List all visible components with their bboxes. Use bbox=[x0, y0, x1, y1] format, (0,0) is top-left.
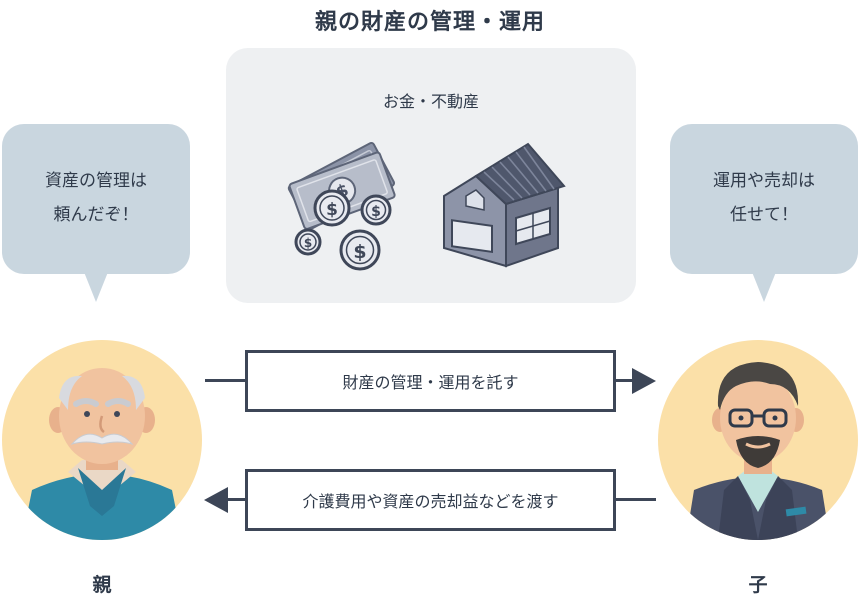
svg-text:$: $ bbox=[353, 241, 366, 263]
parent-bubble-tail bbox=[84, 272, 108, 302]
flow-to-parent-line-right bbox=[614, 498, 656, 501]
child-figure-icon bbox=[686, 362, 830, 540]
parent-avatar bbox=[2, 340, 202, 540]
child-speech-line1: 運用や売却は bbox=[713, 171, 815, 191]
child-avatar bbox=[658, 340, 858, 540]
parent-speech-text: 資産の管理は 頼んだぞ！ bbox=[2, 164, 190, 232]
arrow-right-icon bbox=[632, 368, 656, 394]
asset-label: お金・不動産 bbox=[382, 92, 479, 111]
child-speech-text: 運用や売却は 任せて！ bbox=[670, 164, 858, 232]
page-title: 親の財産の管理・運用 bbox=[314, 10, 545, 35]
child-bubble-tail bbox=[752, 272, 776, 302]
parent-speech-bubble: 資産の管理は 頼んだぞ！ bbox=[2, 124, 190, 302]
flow-to-parent-line-left bbox=[222, 498, 248, 501]
parent-figure-icon bbox=[22, 368, 182, 540]
child-speech-bubble: 運用や売却は 任せて！ bbox=[670, 124, 858, 302]
child-speech-line2: 任せて！ bbox=[730, 205, 798, 225]
asset-panel: お金・不動産 $ $ $ $ bbox=[226, 48, 636, 303]
svg-text:$: $ bbox=[304, 236, 312, 250]
house-icon bbox=[443, 142, 566, 268]
flow-to-child-line-left bbox=[205, 379, 247, 382]
flow-to-child-line-right bbox=[614, 379, 640, 382]
child-name-label: 子 bbox=[748, 574, 768, 596]
svg-text:$: $ bbox=[371, 204, 381, 220]
parent-speech-line2: 頼んだぞ！ bbox=[53, 205, 139, 225]
arrow-left-icon bbox=[204, 487, 228, 513]
flow-to-child-box: 財産の管理・運用を託す bbox=[245, 350, 616, 412]
coins-icon: $ $ $ $ bbox=[294, 189, 392, 271]
parent-speech-line1: 資産の管理は bbox=[45, 171, 147, 191]
parent-name-label: 親 bbox=[92, 574, 112, 596]
svg-text:$: $ bbox=[326, 200, 338, 220]
flow-to-parent-box: 介護費用や資産の売却益などを渡す bbox=[245, 469, 616, 531]
